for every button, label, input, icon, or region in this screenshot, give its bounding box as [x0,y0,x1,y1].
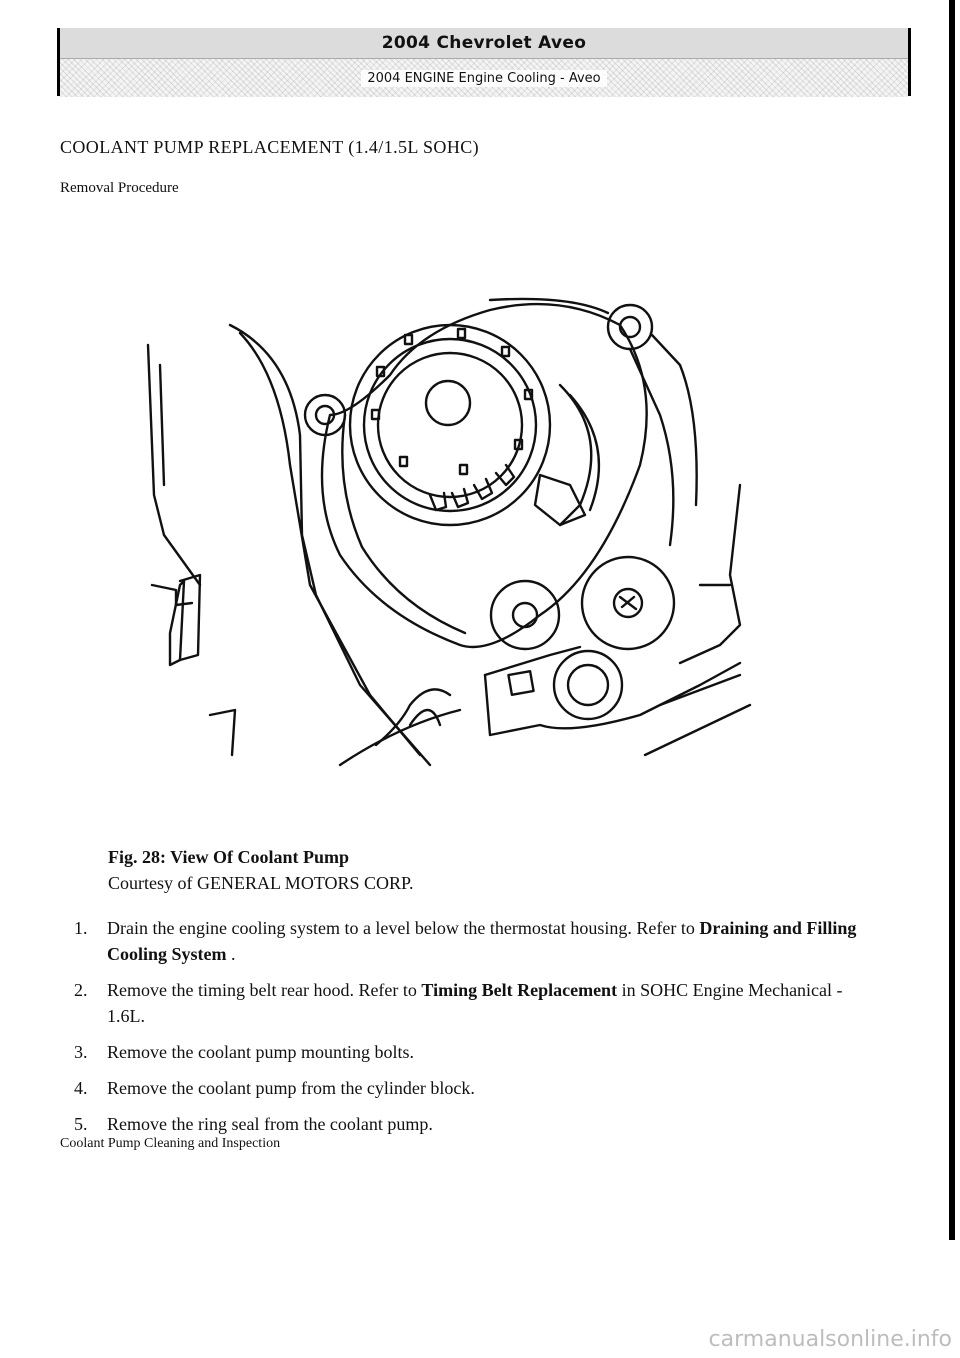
step-item: 1. Drain the engine cooling system to a … [60,915,870,967]
watermark-text: carmanualsonline.info [708,1327,952,1352]
step-item: 2. Remove the timing belt rear hood. Ref… [60,977,870,1029]
header-title-bar: 2004 Chevrolet Aveo [60,28,908,59]
step-text: Remove the coolant pump mounting bolts. [107,1042,414,1062]
step-text: Remove the ring seal from the coolant pu… [107,1114,433,1134]
step-number: 2. [74,980,88,1000]
subsection-heading: Removal Procedure [60,180,179,196]
figure-caption: Fig. 28: View Of Coolant Pump Courtesy o… [108,844,414,896]
reference-link-timing-belt[interactable]: Timing Belt Replacement [421,980,618,1000]
step-number: 3. [74,1042,88,1062]
document-header: 2004 Chevrolet Aveo 2004 ENGINE Engine C… [57,28,911,97]
figure-caption-credit: Courtesy of GENERAL MOTORS CORP. [108,873,414,893]
step-number: 5. [74,1114,88,1134]
removal-steps-list: 1. Drain the engine cooling system to a … [60,915,870,1147]
figure-caption-title: Fig. 28: View Of Coolant Pump [108,847,349,867]
section-title: COOLANT PUMP REPLACEMENT (1.4/1.5L SOHC) [60,137,480,157]
reference-link-draining-filling[interactable]: Draining and Filling Cooling System [107,918,857,964]
step-item: 5. Remove the ring seal from the coolant… [60,1111,870,1137]
next-section-heading: Coolant Pump Cleaning and Inspection [60,1136,281,1151]
step-item: 4. Remove the coolant pump from the cyli… [60,1075,870,1101]
step-number: 4. [74,1078,88,1098]
header-subtitle-bar: 2004 ENGINE Engine Cooling - Aveo [60,59,908,97]
header-subtitle: 2004 ENGINE Engine Cooling - Aveo [361,69,607,87]
step-text: Remove the coolant pump from the cylinde… [107,1078,475,1098]
header-title: 2004 Chevrolet Aveo [381,33,587,53]
step-number: 1. [74,918,88,938]
coolant-pump-illustration [140,285,770,775]
page-border-rule [949,0,955,1240]
step-text-tail: in SOHC Engine Mechanical - 1.6L. [107,980,843,1026]
step-text: Drain the engine cooling system to a lev… [107,918,700,938]
step-text-tail: . [226,944,236,964]
step-text: Remove the timing belt rear hood. Refer … [107,980,422,1000]
step-item: 3. Remove the coolant pump mounting bolt… [60,1039,870,1065]
